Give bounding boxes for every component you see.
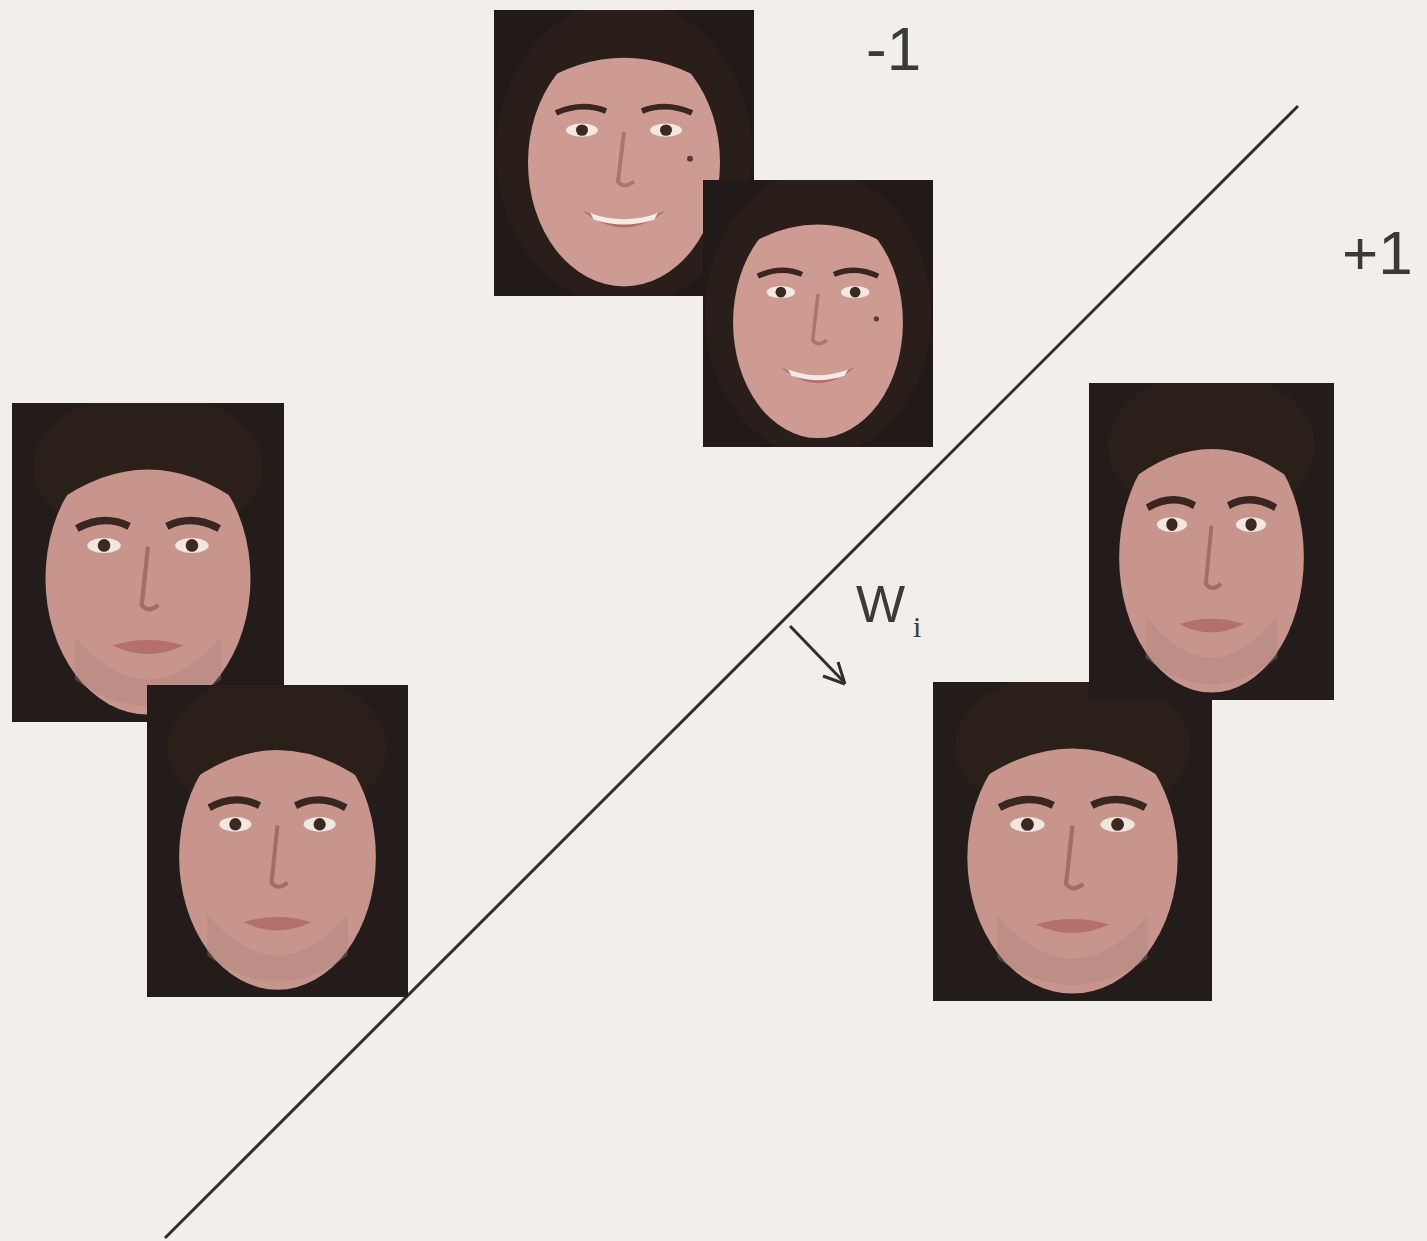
class-label: -1 [866,18,921,80]
weight-subscript: i [913,612,921,642]
class-label: +1 [1342,222,1413,284]
weight-label: W [856,578,905,630]
